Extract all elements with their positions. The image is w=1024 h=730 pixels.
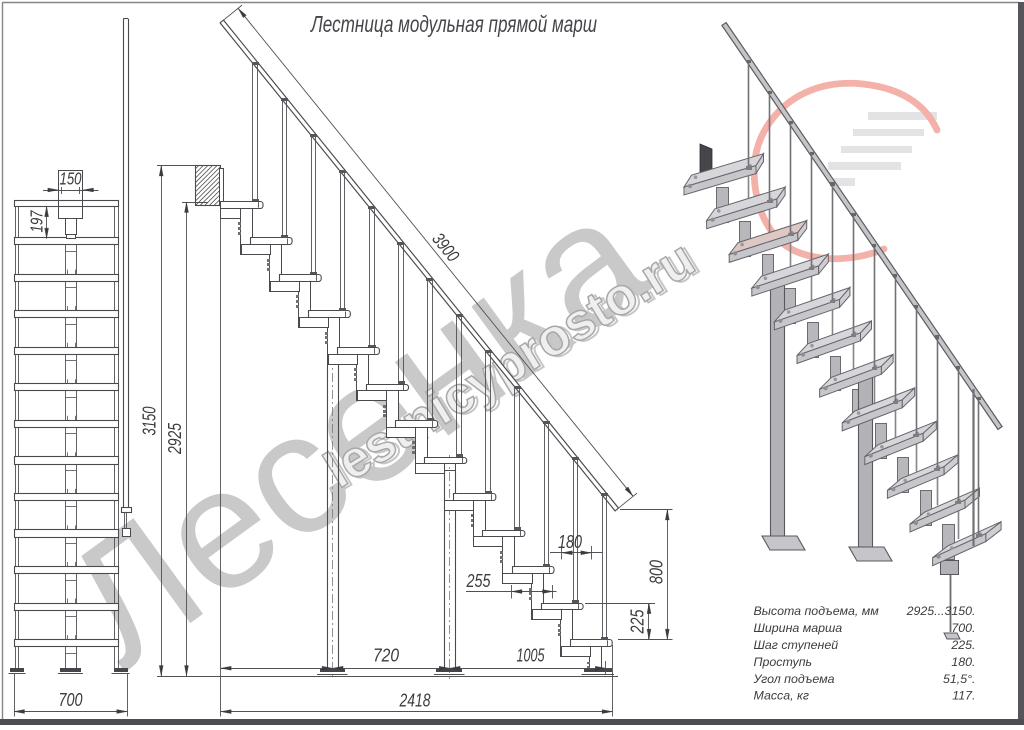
svg-text:Высота подъема, мм: Высота подъема, мм — [754, 604, 880, 618]
svg-text:225.: 225. — [950, 638, 975, 652]
svg-text:180.: 180. — [951, 655, 975, 669]
svg-text:255: 255 — [466, 571, 492, 591]
svg-text:2925...3150.: 2925...3150. — [906, 604, 976, 618]
svg-text:117.: 117. — [952, 689, 975, 703]
svg-text:180: 180 — [558, 532, 582, 552]
svg-text:51,5°.: 51,5°. — [943, 672, 976, 686]
svg-text:700: 700 — [59, 690, 83, 710]
svg-text:700.: 700. — [951, 621, 975, 635]
svg-text:150: 150 — [60, 169, 82, 189]
svg-text:720: 720 — [373, 646, 399, 666]
svg-text:Шаг ступеней: Шаг ступеней — [754, 638, 839, 652]
svg-text:3150: 3150 — [139, 406, 160, 436]
svg-text:Лестница модульная прямой марш: Лестница модульная прямой марш — [310, 11, 597, 37]
svg-text:800: 800 — [646, 560, 666, 584]
svg-text:Угол подъема: Угол подъема — [753, 672, 835, 686]
svg-text:2418: 2418 — [399, 691, 431, 711]
svg-text:Проступь: Проступь — [754, 655, 813, 669]
svg-text:2925: 2925 — [164, 422, 185, 454]
svg-text:Масса, кг: Масса, кг — [754, 689, 809, 703]
svg-text:1005: 1005 — [517, 646, 546, 666]
svg-text:197: 197 — [27, 210, 47, 233]
svg-text:225: 225 — [628, 609, 648, 635]
svg-text:Ширина марша: Ширина марша — [754, 621, 843, 635]
